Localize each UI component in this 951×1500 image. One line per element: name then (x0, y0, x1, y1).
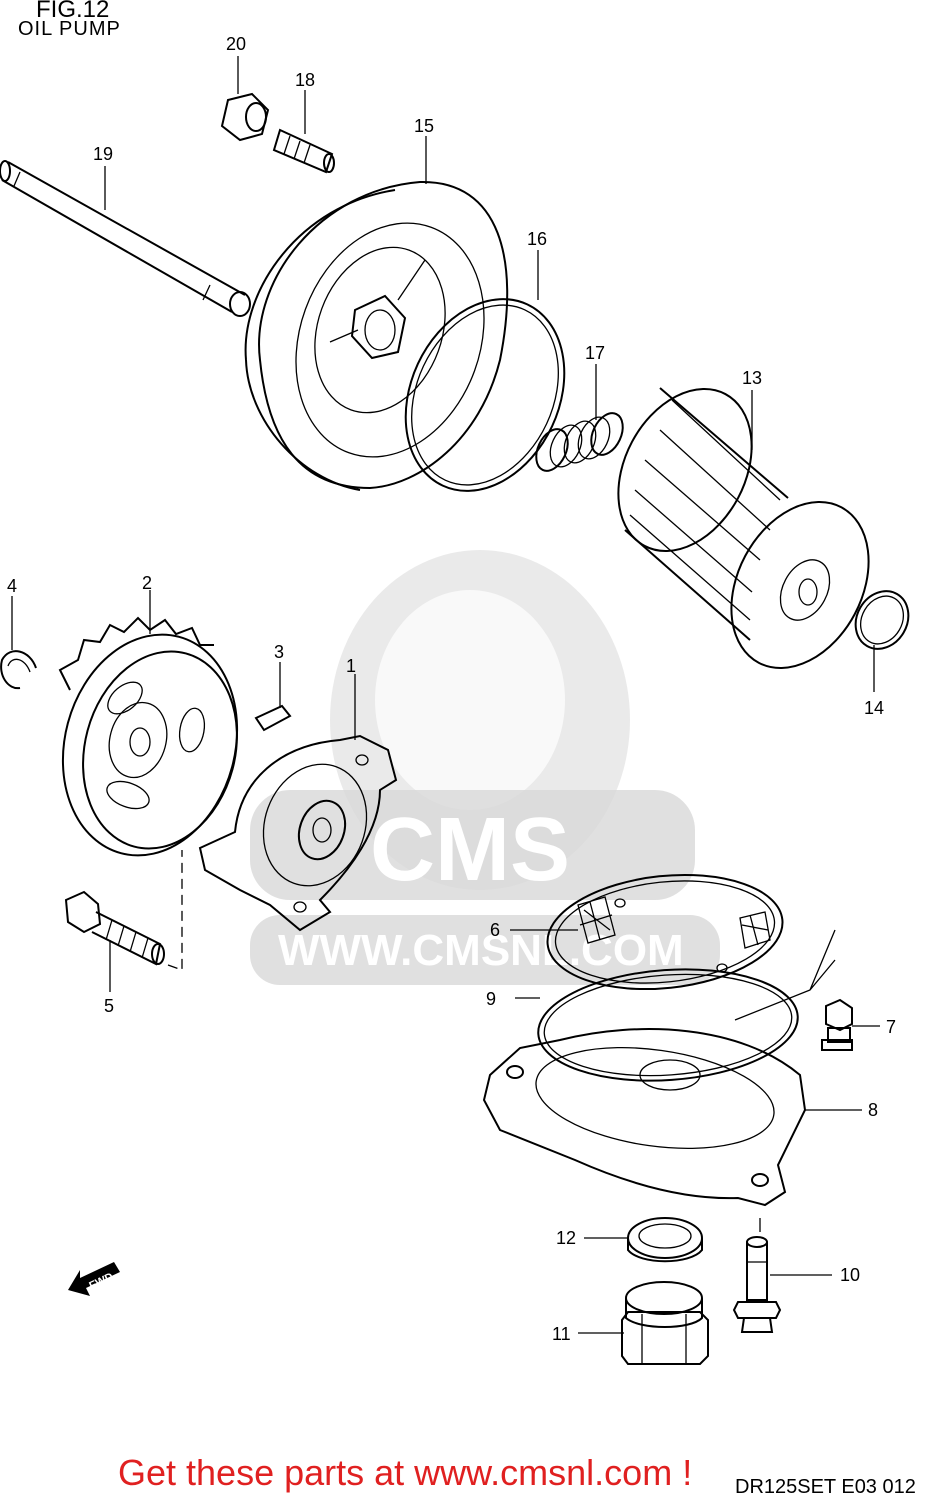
callout-5: 5 (104, 996, 114, 1016)
part-15-cover (244, 180, 509, 491)
part-2-gear (58, 616, 239, 857)
callout-14: 14 (864, 698, 884, 718)
part-12-washer (627, 1217, 703, 1263)
diagram-code: DR125SET E03 012 (735, 1476, 916, 1498)
figure-number: FIG.12 (36, 0, 110, 23)
callout-16: 16 (527, 229, 547, 249)
part-1-pump-body (198, 734, 398, 932)
part-9-gasket (537, 968, 799, 1082)
callout-11: 11 (552, 1324, 571, 1344)
callout-8: 8 (868, 1100, 878, 1120)
callout-17: 17 (585, 343, 605, 363)
callout-10: 10 (840, 1265, 860, 1285)
part-10-bolt (732, 1218, 782, 1333)
callout-15: 15 (414, 116, 434, 136)
callout-4: 4 (7, 576, 17, 596)
part-16-o-ring (404, 298, 566, 492)
fwd-arrow-icon: FWD (68, 1262, 120, 1296)
part-8-cover (482, 929, 836, 1207)
diagram-title: OIL PUMP (18, 18, 121, 40)
leader-lines (11, 56, 880, 1334)
callout-1: 1 (346, 656, 356, 676)
part-13-oil-filter (617, 387, 870, 669)
callout-18: 18 (295, 70, 315, 90)
parts-store-link[interactable]: Get these parts at www.cmsnl.com ! (118, 1452, 693, 1493)
callout-2: 2 (142, 573, 152, 593)
part-20-nut (220, 92, 270, 142)
callout-9: 9 (486, 989, 496, 1009)
part-7-bleed-bolt (821, 998, 853, 1051)
part-3-pin (254, 704, 292, 732)
part-19-shaft (0, 160, 251, 317)
callouts: 1 2 3 4 5 6 7 8 9 10 11 12 13 14 15 16 1… (7, 34, 896, 1344)
watermark: CMS WWW.CMSNL.COM (250, 550, 720, 985)
callout-6: 6 (490, 920, 500, 940)
callout-20: 20 (226, 34, 246, 54)
part-11-drain-plug (621, 1281, 709, 1365)
callout-7: 7 (886, 1017, 896, 1037)
callout-13: 13 (742, 368, 762, 388)
watermark-brand: CMS (370, 800, 570, 900)
callout-3: 3 (274, 642, 284, 662)
callout-12: 12 (556, 1228, 576, 1248)
part-17-spring (535, 412, 624, 472)
part-14-o-ring (854, 590, 910, 650)
part-4-circlip (0, 650, 37, 690)
callout-19: 19 (93, 144, 113, 164)
watermark-url: WWW.CMSNL.COM (278, 926, 684, 975)
part-18-stud (272, 128, 335, 174)
part-6-screen (546, 873, 784, 991)
part-5-bolt (64, 850, 183, 971)
